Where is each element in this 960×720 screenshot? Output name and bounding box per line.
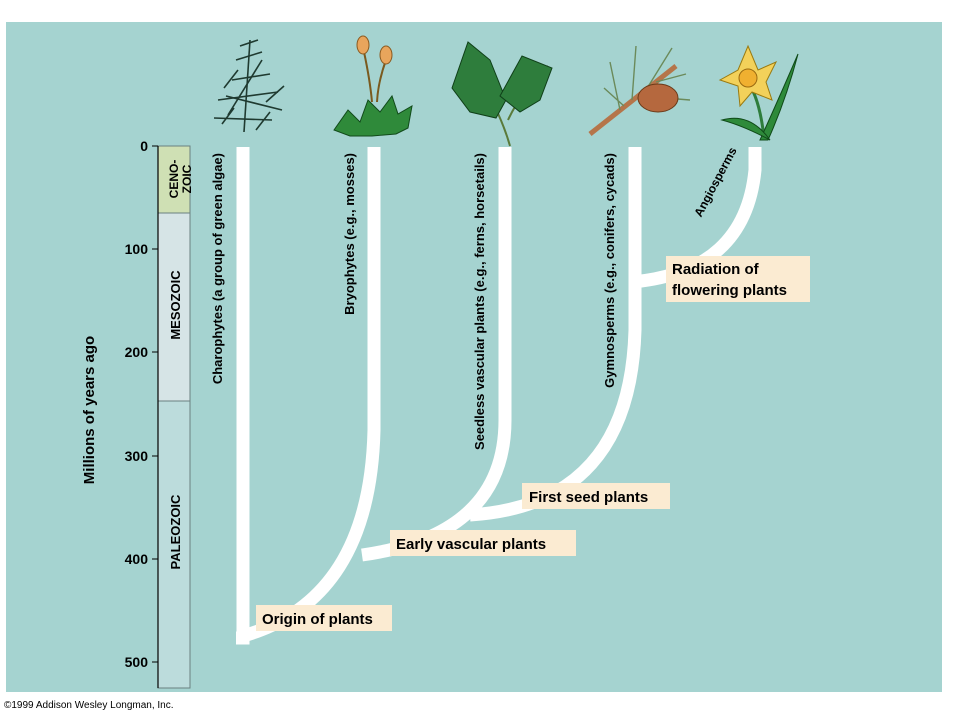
axis-title: Millions of years ago xyxy=(81,336,98,484)
pine-needles xyxy=(603,45,691,111)
pine-branch xyxy=(588,64,678,136)
moss-icon xyxy=(333,35,413,137)
daffodil-leaf xyxy=(759,53,799,141)
charophyte-icon xyxy=(213,39,285,133)
era-cenozoic xyxy=(157,145,191,214)
moss-capsule xyxy=(379,45,393,65)
lineage-labels: Charophytes (a group of green algae) Bry… xyxy=(210,145,740,450)
callout-origin-text: Origin of plants xyxy=(262,611,373,628)
branches xyxy=(236,147,762,645)
fern-frond xyxy=(451,41,507,119)
callout-origin-box xyxy=(256,605,392,631)
tick-label: 500 xyxy=(125,654,149,670)
era-label-mesozoic: MESOZOIC xyxy=(168,270,183,340)
moss-capsule xyxy=(356,35,370,55)
moss-leaves xyxy=(333,94,413,137)
tick-label: 300 xyxy=(125,448,149,464)
copyright-credit: ©1999 Addison Wesley Longman, Inc. xyxy=(4,700,174,711)
daffodil-icon xyxy=(718,44,799,141)
daffodil-leaf xyxy=(720,117,771,141)
era-mesozoic xyxy=(157,212,191,402)
lineage-label-charophytes: Charophytes (a group of green algae) xyxy=(210,153,225,384)
charophyte-stem xyxy=(227,59,263,116)
era-paleozoic xyxy=(157,400,191,689)
tick-label: 400 xyxy=(125,551,149,567)
charophyte-stem xyxy=(217,91,279,101)
pine-cone xyxy=(637,83,679,113)
callout-radiation-box xyxy=(666,256,810,302)
timescale-column: CENO- ZOIC MESOZOIC PALEOZOIC xyxy=(157,145,194,689)
charophyte-whorl xyxy=(213,39,283,121)
charophyte-whorl xyxy=(221,69,285,131)
axis-ticks: 0 100 200 300 400 500 Millions of years … xyxy=(81,138,158,670)
lineage-label-gymnosperms: Gymnosperms (e.g., conifers, cycads) xyxy=(602,153,617,388)
era-label-cenozoic-1: CENO- xyxy=(167,160,181,199)
tick-label: 100 xyxy=(125,241,149,257)
lineage-label-bryophytes: Bryophytes (e.g., mosses) xyxy=(342,153,357,315)
lineage-label-angiosperms: Angiosperms xyxy=(691,145,740,220)
charophyte-stem xyxy=(243,39,251,133)
moss-stalk xyxy=(376,59,387,103)
branch-gymnosperms xyxy=(469,147,642,522)
pine-icon xyxy=(588,45,691,136)
fern-icon xyxy=(451,41,553,147)
tick-label: 200 xyxy=(125,344,149,360)
era-label-paleozoic: PALEOZOIC xyxy=(168,494,183,569)
branch-charophytes xyxy=(236,147,250,645)
callout-early-vascular-box xyxy=(390,530,576,556)
era-label-cenozoic-2: ZOIC xyxy=(180,164,194,193)
callout-first-seed-text: First seed plants xyxy=(529,489,648,506)
tick-label: 0 xyxy=(140,138,148,154)
moss-stalk xyxy=(363,51,373,103)
daffodil-trumpet xyxy=(738,68,758,88)
callout-radiation-text-2: flowering plants xyxy=(672,282,787,299)
callout-first-seed-box xyxy=(522,483,670,509)
event-callouts: Origin of plants Early vascular plants F… xyxy=(256,256,810,631)
branch-angiosperms xyxy=(631,147,762,289)
callout-early-vascular-text: Early vascular plants xyxy=(396,536,546,553)
callout-radiation-text-1: Radiation of xyxy=(672,261,760,278)
fern-frond xyxy=(499,55,553,113)
lineage-label-seedless: Seedless vascular plants (e.g., ferns, h… xyxy=(472,153,487,450)
